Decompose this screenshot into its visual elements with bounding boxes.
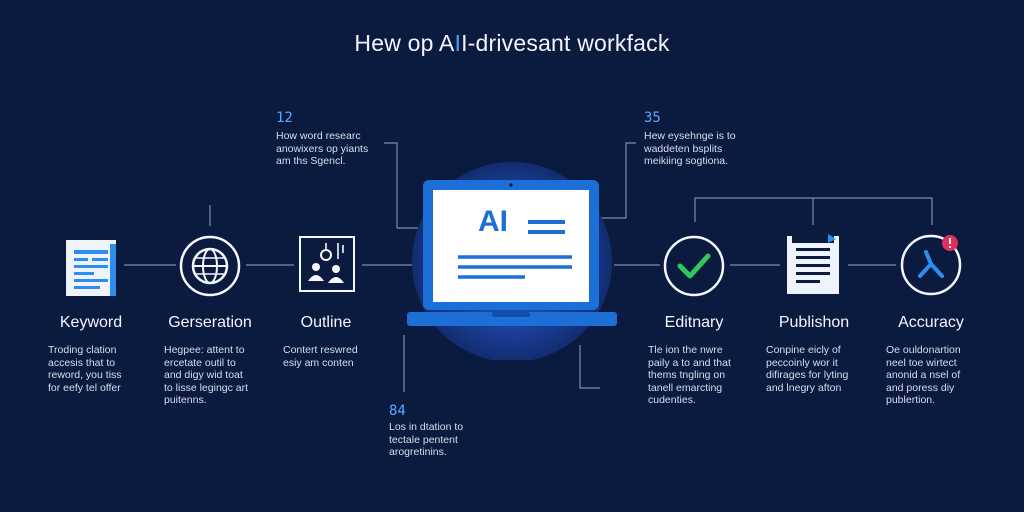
diagram-title: Hew op AII-drivesant workfack bbox=[354, 30, 670, 56]
step-desc-outline: Contert reswred esiy am conten bbox=[283, 344, 358, 369]
callout-text-2: Hew eysehnge is to waddeten bsplits meik… bbox=[644, 130, 736, 167]
globe-icon bbox=[179, 235, 241, 297]
laptop-base bbox=[407, 312, 617, 326]
callout-number-2: 35 bbox=[644, 110, 661, 126]
callout-number-1: 12 bbox=[276, 110, 293, 126]
step-label-editnary: Editnary bbox=[664, 314, 724, 331]
step-desc-publishon: Conpine eicly of peccoinly wor it difira… bbox=[766, 344, 849, 394]
people-chart-icon bbox=[299, 236, 355, 292]
step-label-accuracy: Accuracy bbox=[898, 314, 964, 331]
step-label-outline: Outline bbox=[300, 314, 352, 331]
step-desc-keyword: Troding clation accesis that to reword, … bbox=[48, 344, 122, 394]
step-desc-accuracy: Oe ouldonartion neel toe wirtect anonid … bbox=[886, 344, 961, 406]
step-desc-gerseration: Hegpee: attent to ercetate outil to and … bbox=[164, 344, 249, 406]
step-label-keyword: Keyword bbox=[59, 314, 123, 331]
step-desc-editnary: Tle ion the nwre paily a to and that the… bbox=[648, 344, 731, 406]
clipboard-icon bbox=[787, 234, 839, 294]
callout-text-1: How word researc anowixers op yiants am … bbox=[276, 130, 369, 167]
callout-number-3: 84 bbox=[389, 403, 406, 419]
step-label-gerseration: Gerseration bbox=[168, 314, 252, 331]
laptop-screen bbox=[433, 190, 589, 302]
checkmark-icon bbox=[663, 235, 725, 297]
laptop-illustration bbox=[407, 162, 617, 360]
target-alert-icon bbox=[900, 234, 962, 296]
step-label-publishon: Publishon bbox=[778, 314, 850, 331]
laptop-screen-text: AI bbox=[478, 205, 508, 238]
document-icon bbox=[66, 240, 116, 296]
callout-text-3: Los in dtation to tectale pentent arogre… bbox=[389, 421, 464, 458]
